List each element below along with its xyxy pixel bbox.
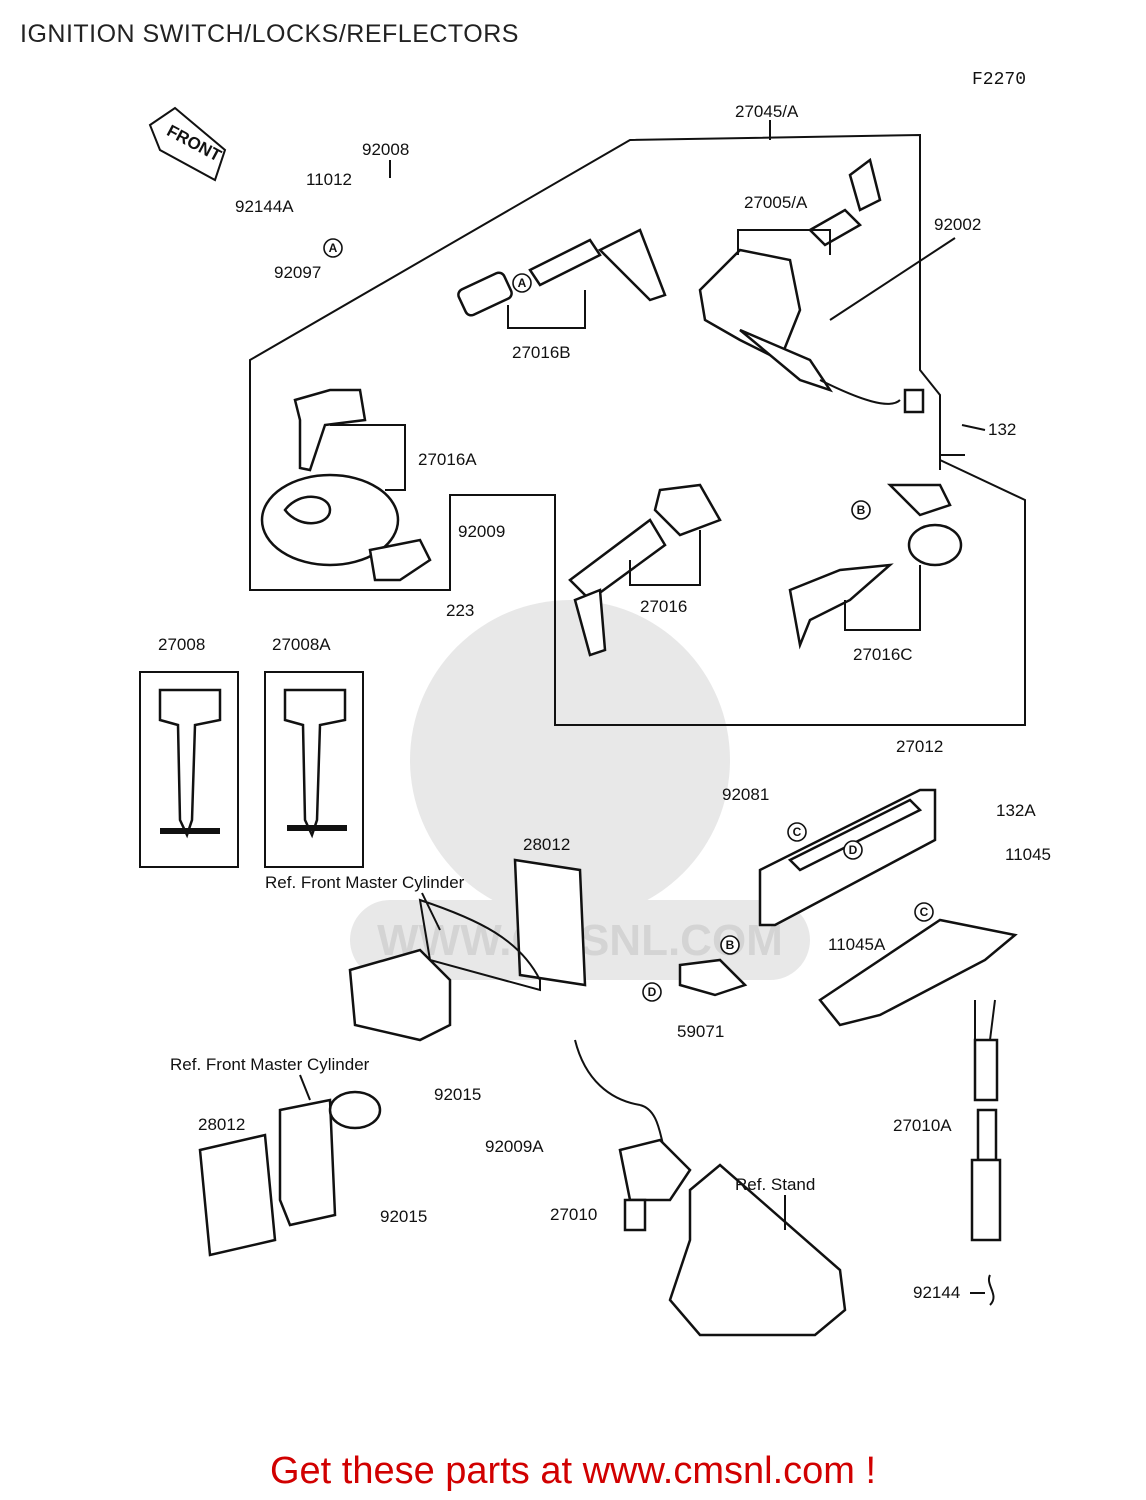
svg-text:B: B [857, 503, 866, 517]
label-223: 223 [446, 601, 474, 620]
front-arrow-label: FRONT [164, 121, 225, 166]
svg-text:A: A [518, 276, 527, 290]
ref-front-master-cylinder-lower: Ref. Front Master Cylinder [170, 1055, 370, 1074]
label-27010: 27010 [550, 1205, 597, 1224]
label-27008a: 27008A [272, 635, 331, 654]
main-assembly-outline [249, 133, 1026, 726]
callout-b-1: B [851, 500, 871, 520]
label-11045a: 11045A [828, 935, 886, 954]
svg-text:C: C [920, 905, 929, 919]
label-92015-upper: 92015 [434, 1085, 481, 1104]
label-11045: 11045 [1005, 845, 1051, 864]
reflector-upper [348, 858, 587, 1042]
callout-c-1: C [787, 822, 807, 842]
page-title: IGNITION SWITCH/LOCKS/REFLECTORS [20, 20, 519, 48]
callout-a-2: A [512, 273, 532, 293]
helmet-lock [788, 483, 963, 650]
label-27008: 27008 [158, 635, 205, 654]
callout-a-1: A [323, 238, 343, 258]
front-arrow: FRONT [148, 106, 227, 182]
label-92002: 92002 [934, 215, 981, 234]
svg-text:D: D [849, 843, 858, 857]
label-92015-lower: 92015 [380, 1207, 427, 1226]
svg-text:A: A [329, 241, 338, 255]
label-92081: 92081 [722, 785, 769, 804]
label-28012-lower: 28012 [198, 1115, 245, 1134]
ignition-keys-27016b [457, 228, 667, 317]
callout-b-2: B [720, 935, 740, 955]
bracket-11045a [818, 918, 1018, 1027]
label-27010a: 27010A [893, 1116, 952, 1135]
label-92144: 92144 [913, 1283, 960, 1302]
label-28012-upper: 28012 [523, 835, 570, 854]
label-92008: 92008 [362, 140, 409, 159]
svg-text:D: D [648, 985, 657, 999]
label-27045a: 27045/A [735, 102, 799, 121]
label-59071: 59071 [677, 1022, 724, 1041]
seat-lock [568, 483, 722, 657]
label-92144a: 92144A [235, 197, 294, 216]
label-92097: 92097 [274, 263, 321, 282]
switch-59071 [678, 958, 748, 997]
key-blank-box-27008 [139, 671, 239, 868]
label-132: 132 [988, 420, 1016, 439]
cta-link[interactable]: Get these parts at www.cmsnl.com ! [269, 1450, 877, 1492]
ref-stand: Ref. Stand [735, 1175, 815, 1194]
label-27016c: 27016C [853, 645, 913, 664]
label-92009a: 92009A [485, 1137, 544, 1156]
label-27016a: 27016A [418, 450, 477, 469]
sensor-27010a [970, 999, 1002, 1306]
callout-d-2: D [642, 982, 662, 1002]
label-27005a: 27005/A [744, 193, 808, 212]
label-132a: 132A [996, 801, 1036, 820]
label-27016b: 27016B [512, 343, 571, 362]
svg-text:B: B [726, 938, 735, 952]
key-blank-box-27008a [264, 671, 364, 868]
side-stand [668, 1163, 847, 1337]
reflector-lower [198, 1090, 382, 1257]
figure-code: F2270 [972, 70, 1027, 90]
stand-switch-27010 [574, 1039, 692, 1232]
label-11012: 11012 [306, 170, 352, 189]
label-27016: 27016 [640, 597, 687, 616]
ignition-switch [698, 157, 925, 414]
label-27012: 27012 [896, 737, 943, 756]
label-92009: 92009 [458, 522, 505, 541]
svg-text:C: C [793, 825, 802, 839]
callout-c-2: C [914, 902, 934, 922]
ref-front-master-cylinder-upper: Ref. Front Master Cylinder [265, 873, 465, 892]
fuel-cap [260, 388, 432, 582]
callout-d-1: D [843, 840, 863, 860]
